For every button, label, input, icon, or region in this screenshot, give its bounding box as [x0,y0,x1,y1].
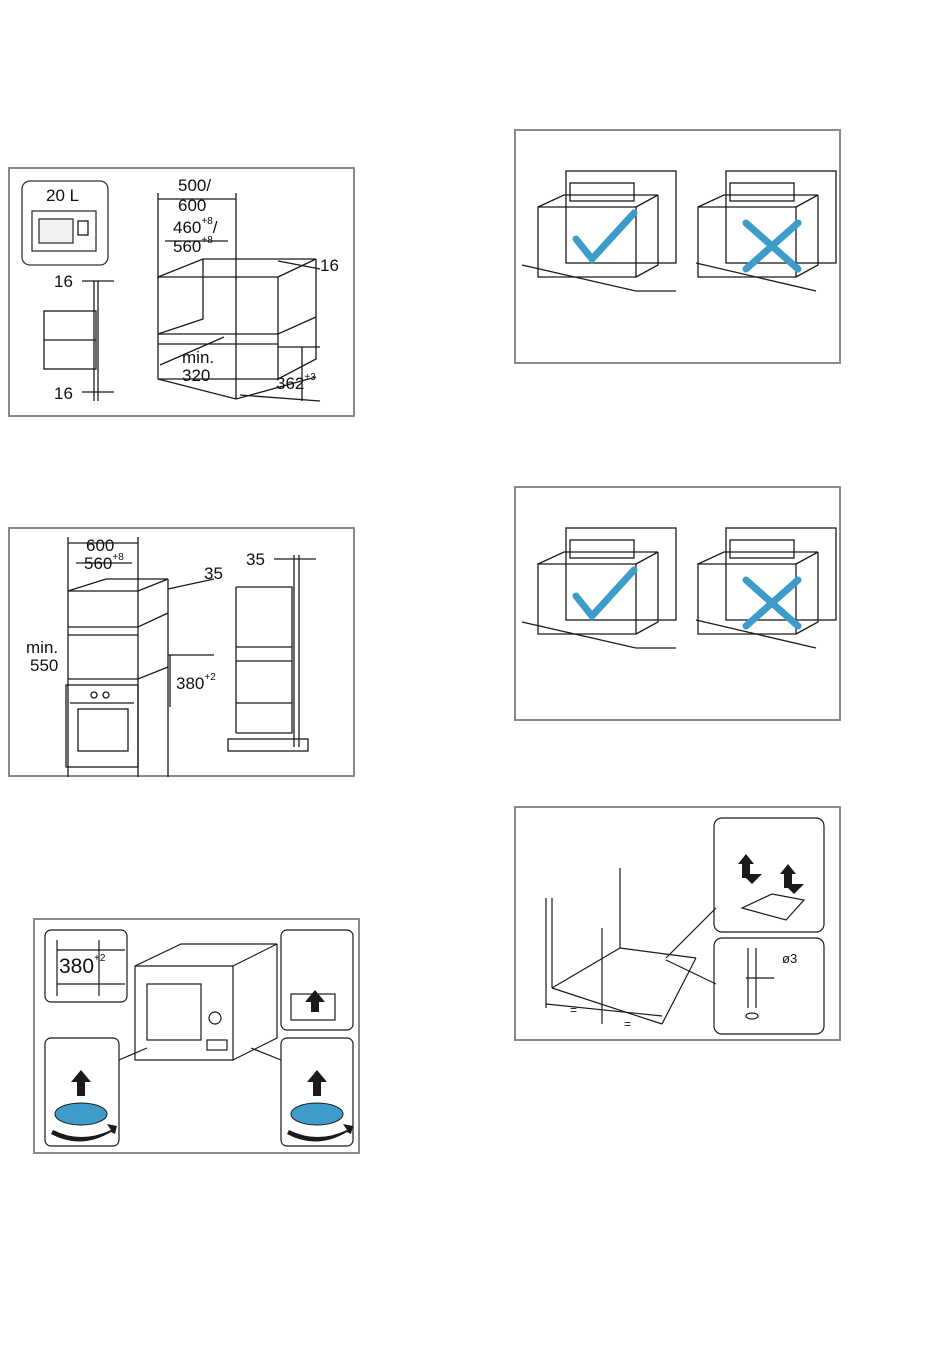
equal-left-label: = [570,1004,577,1016]
side-label: 35 [246,551,265,568]
depth-label: 35 [204,565,223,582]
min-value-label: 320 [182,367,210,384]
depth-label: 16 [320,257,339,274]
tall-cabinet-diagram [10,529,357,779]
width-label: 600 [86,537,114,554]
height-label: 362+3 [276,375,316,392]
min-value-label: 550 [30,657,58,674]
inner-width-label-a: 460+8/ [173,219,218,236]
inner-width-label-b: 560+8 [173,238,213,255]
height-label: 380+2 [59,956,105,977]
capacity-label: 20 L [46,187,79,204]
min-label: min. [182,349,214,366]
side-bottom-label: 16 [54,385,73,402]
equal-right-label: = [624,1018,631,1030]
panel-cable-routing-1 [514,129,841,364]
panel-bracket-mounting: = = ø3 [514,806,841,1041]
min-label: min. [26,639,58,656]
side-top-label: 16 [54,273,73,290]
width-label-a: 500/ [178,177,211,194]
panel-cabinet-dimensions: 20 L 500/ 600 460+8/ 560+8 16 16 16 min.… [8,167,355,417]
cable-routing-diagram-1 [516,131,843,366]
panel-cable-routing-2 [514,486,841,721]
panel-tall-cabinet: 600 560+8 35 35 min. 550 380+2 [8,527,355,777]
bracket-diagram [516,808,843,1043]
height-label: 380+2 [176,675,216,692]
panel-levelling-feet: 380+2 [33,918,360,1154]
cable-routing-diagram-2 [516,488,843,723]
width-label-b: 600 [178,197,206,214]
inner-width-label: 560+8 [84,555,124,572]
drill-diameter-label: ø3 [782,952,797,965]
